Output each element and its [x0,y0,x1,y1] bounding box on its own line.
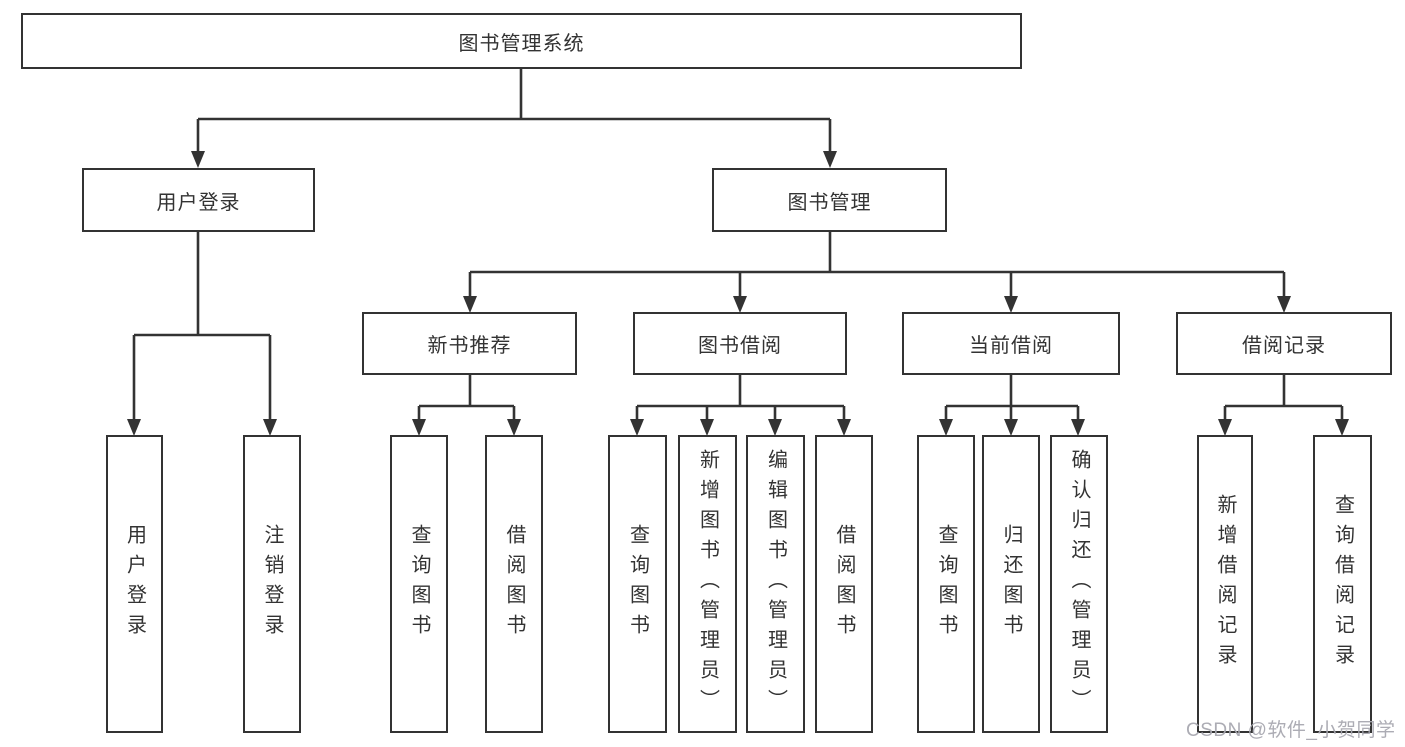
node-label: 图书借阅 [698,335,782,357]
leaf-label: 用户登录 [123,524,146,644]
leaf-query-borrow-record: 查询借阅记录 [1313,435,1372,733]
leaf-label: 新增借阅记录 [1214,494,1236,674]
node-label: 借阅记录 [1242,335,1326,357]
node-label: 当前借阅 [969,335,1053,357]
leaf-label: 编辑图书（管理员） [764,449,787,719]
leaf-return-books: 归还图书 [982,435,1040,733]
node-label: 用户登录 [156,191,241,214]
leaf-query-books-current: 查询图书 [917,435,975,733]
csdn-watermark: CSDN @软件_小贺同学 [1186,720,1396,741]
node-root-library-management-system: 图书管理系统 [21,13,1022,69]
leaf-query-books-borrowing: 查询图书 [608,435,667,733]
leaf-label: 归还图书 [1000,524,1022,644]
node-label: 图书管理 [787,191,872,214]
leaf-add-borrow-record: 新增借阅记录 [1197,435,1253,733]
leaf-borrow-books: 借阅图书 [815,435,873,733]
leaf-label: 查询图书 [626,524,649,644]
node-new-book-recommend: 新书推荐 [362,312,577,375]
leaf-edit-books-admin: 编辑图书（管理员） [746,435,805,733]
leaf-borrow-books-recommend: 借阅图书 [485,435,543,733]
leaf-label: 查询借阅记录 [1331,494,1354,674]
leaf-label: 新增图书（管理员） [696,449,719,719]
leaf-label: 查询图书 [408,524,430,644]
leaf-add-books-admin: 新增图书（管理员） [678,435,737,733]
node-book-borrowing: 图书借阅 [633,312,847,375]
leaf-user-login: 用户登录 [106,435,163,733]
node-book-management: 图书管理 [712,168,947,232]
leaf-query-books-recommend: 查询图书 [390,435,448,733]
node-borrowing-records: 借阅记录 [1176,312,1392,375]
leaf-logout: 注销登录 [243,435,301,733]
node-label: 新书推荐 [427,335,512,357]
leaf-label: 借阅图书 [833,524,855,644]
leaf-label: 注销登录 [261,524,283,644]
node-label: 图书管理系统 [458,32,585,55]
leaf-label: 借阅图书 [503,524,525,644]
leaf-confirm-return-admin: 确认归还（管理员） [1050,435,1108,733]
leaf-label: 查询图书 [935,524,957,644]
node-current-borrowing: 当前借阅 [902,312,1120,375]
leaf-label: 确认归还（管理员） [1068,449,1090,719]
node-user-login: 用户登录 [82,168,315,232]
